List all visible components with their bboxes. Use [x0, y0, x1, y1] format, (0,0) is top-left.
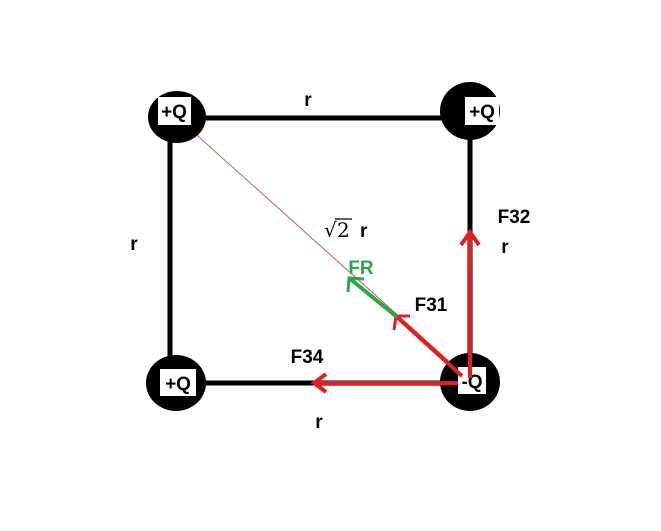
- diagonal-guide-line: [179, 119, 471, 381]
- charge-box-top-right: [465, 97, 499, 125]
- diagonal-number: 2: [337, 218, 350, 242]
- force-label-f31: F31: [415, 295, 448, 316]
- charge-label-top-left: +Q: [161, 102, 187, 123]
- force-arrowhead-f32: [459, 228, 481, 247]
- charge-label-bottom-left: +Q: [165, 374, 191, 395]
- distance-label-left: r: [130, 234, 138, 255]
- diagonal-symbol: r: [360, 221, 368, 242]
- resultant-arrow-fr: [347, 276, 399, 319]
- distance-label-bottom: r: [315, 412, 323, 433]
- resultant-label-fr: FR: [348, 258, 374, 279]
- force-label-f34: F34: [291, 347, 324, 368]
- charge-box-bottom-left: [160, 369, 196, 396]
- force-arrow-f31: [395, 315, 464, 378]
- distance-label-right: r: [501, 237, 509, 258]
- force-label-f32: F32: [498, 207, 531, 228]
- resultant-arrowhead-fr: [346, 276, 365, 293]
- distance-label-top: r: [304, 90, 312, 111]
- charge-label-top-right: +Q: [469, 102, 495, 123]
- force-arrowhead-f34: [310, 372, 328, 394]
- charge-box-top-left: [158, 97, 191, 125]
- charge-label-bottom-right: -Q: [461, 372, 482, 393]
- diagonal-radical-sign: √: [324, 218, 337, 242]
